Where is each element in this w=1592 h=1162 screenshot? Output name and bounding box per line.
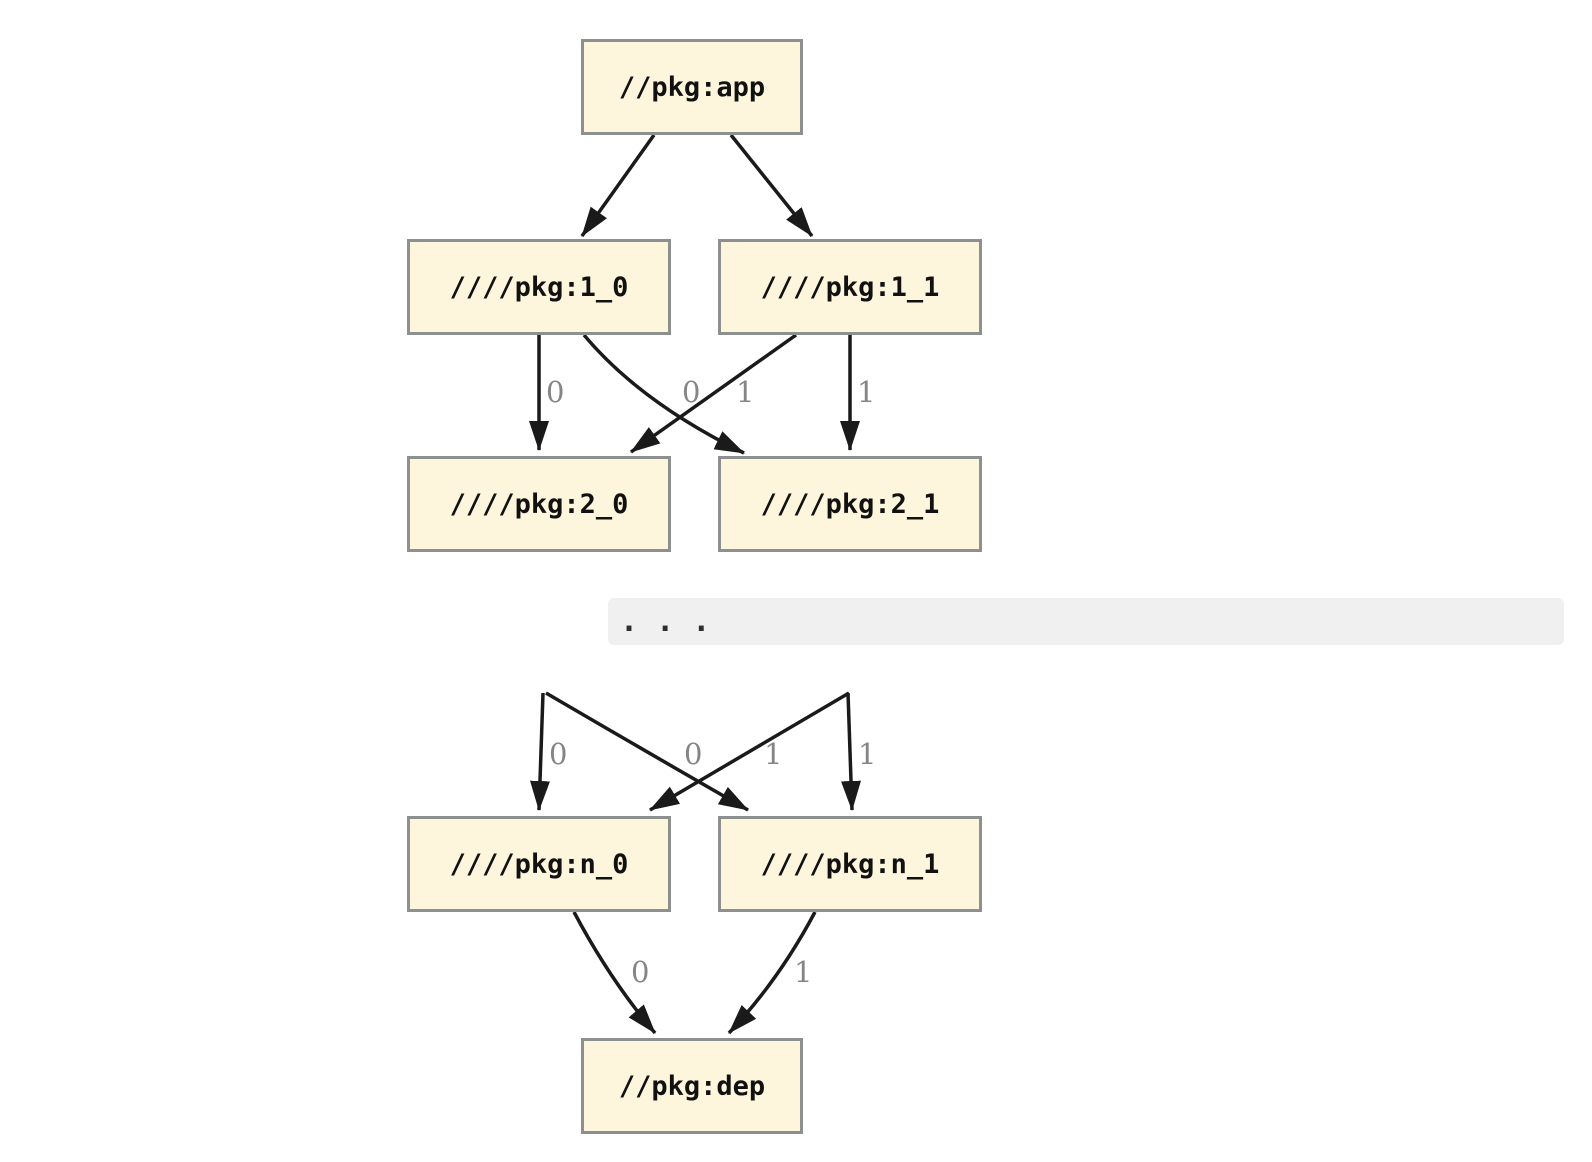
edge-ellipsis-to-n_0: [529, 692, 550, 811]
edge-ellipsis-to-n_0: [649, 691, 850, 812]
node-pkg-2-0: ////pkg:2_0: [407, 456, 671, 552]
edge-label-1_0-to-2_1: 1: [736, 375, 754, 409]
edge-label-1_1-to-2_0: 0: [682, 375, 700, 409]
edge-app-to-1_1: [729, 133, 814, 238]
ellipsis-dots: . . .: [620, 604, 711, 639]
edge-n_0-to-dep: [572, 911, 657, 1035]
node-pkg-1-1: ////pkg:1_1: [718, 239, 982, 335]
node-pkg-2-1: ////pkg:2_1: [718, 456, 982, 552]
node-pkg-dep: //pkg:dep: [581, 1038, 803, 1134]
edge-app-to-1_0: [580, 133, 656, 238]
node-pkg-n-1: ////pkg:n_1: [718, 816, 982, 912]
edge-1_1-to-2_0: [629, 333, 798, 454]
edge-label-1_1-to-2_1: 1: [857, 375, 875, 409]
edge-1_0-to-2_1: [582, 333, 745, 455]
node-pkg-1-0: ////pkg:1_0: [407, 239, 671, 335]
edge-label-ellipsis-to-n_1: 1: [858, 737, 876, 771]
edge-label-1_0-to-2_0: 0: [546, 375, 564, 409]
node-pkg-n-0: ////pkg:n_0: [407, 816, 671, 912]
node-pkg-app: //pkg:app: [581, 39, 803, 135]
edge-label-n_0-to-dep: 0: [631, 955, 649, 989]
edge-label-ellipsis-to-n_0: 0: [684, 737, 702, 771]
ellipsis-band: . . .: [608, 598, 1564, 645]
edge-ellipsis-to-n_1: [841, 692, 862, 811]
edge-label-ellipsis-to-n_1: 1: [764, 737, 782, 771]
edge-label-n_1-to-dep: 1: [794, 955, 812, 989]
edge-label-ellipsis-to-n_0: 0: [549, 737, 567, 771]
edge-ellipsis-to-n_1: [545, 691, 749, 812]
edge-n_1-to-dep: [727, 911, 817, 1035]
